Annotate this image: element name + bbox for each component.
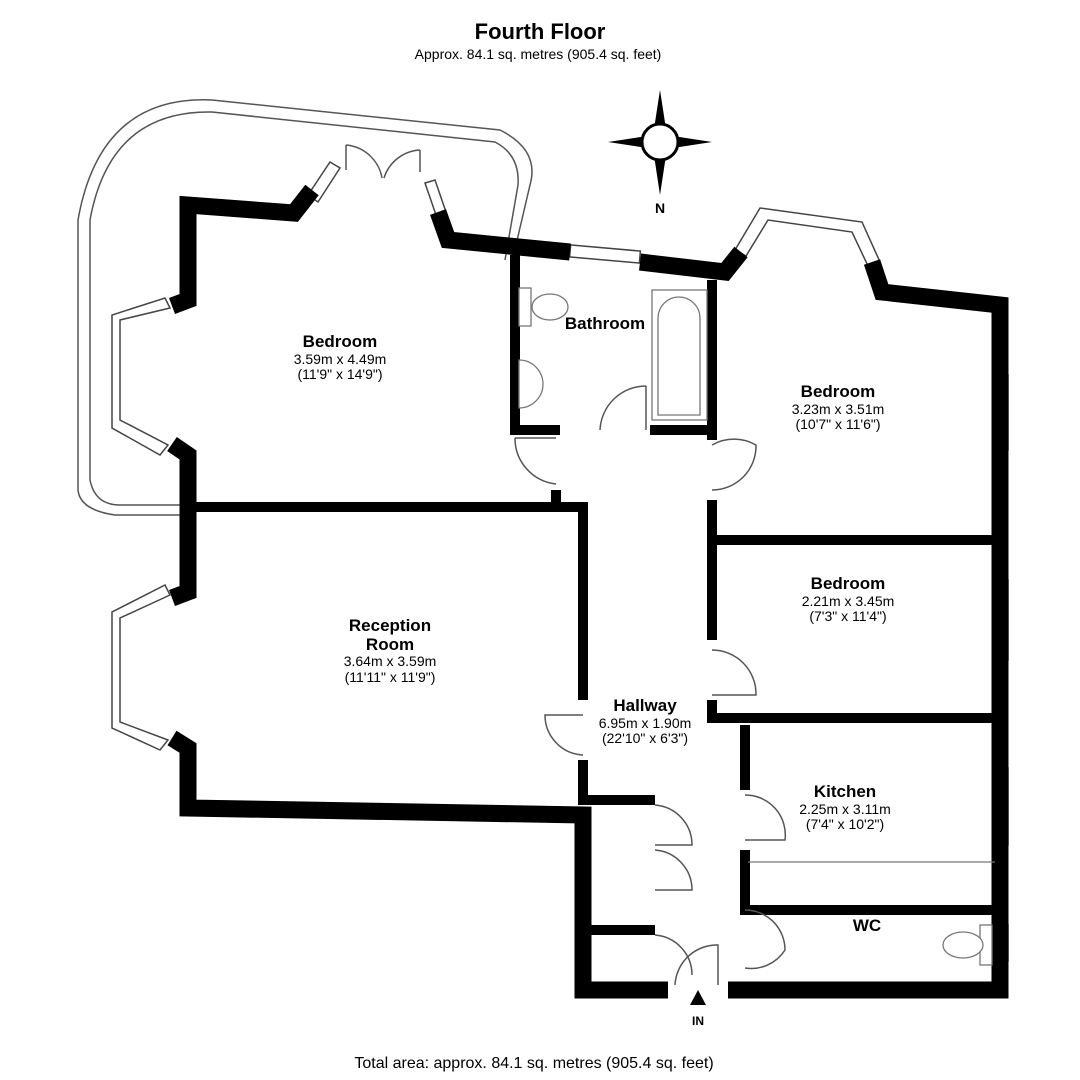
total-area: Total area: approx. 84.1 sq. metres (905…: [354, 1055, 714, 1072]
interior-walls: [188, 255, 1000, 935]
room-name: Kitchen: [813, 782, 877, 801]
room-bedroom-2: Bedroom 3.23m x 3.51m (10'7" x 11'6"): [791, 382, 885, 433]
room-metric: 2.25m x 3.11m: [799, 800, 891, 817]
balcony-outline: [77, 99, 533, 516]
room-imperial: (7'3" x 11'4"): [809, 608, 887, 625]
room-hallway: Hallway 6.95m x 1.90m (22'10" x 6'3"): [598, 696, 692, 747]
room-imperial: (11'11" x 11'9"): [344, 668, 436, 685]
toilet: [531, 293, 569, 321]
page-title: Fourth Floor: [474, 19, 606, 44]
room-imperial: (7'4" x 10'2"): [805, 816, 885, 833]
wc-toilet: [942, 931, 984, 959]
fixtures: [518, 287, 995, 966]
room-imperial: (10'7" x 11'6"): [795, 416, 881, 433]
room-bedroom-1: Bedroom 3.59m x 4.49m (11'9" x 14'9"): [293, 332, 387, 383]
room-name: Bedroom: [810, 574, 886, 593]
compass-label: N: [654, 200, 666, 216]
room-wc: WC: [852, 916, 882, 936]
outer-walls: [167, 184, 1009, 999]
doors: [345, 144, 787, 986]
room-name: Reception Room: [348, 616, 432, 654]
room-metric: 3.59m x 4.49m: [293, 350, 387, 367]
room-kitchen: Kitchen 2.25m x 3.11m (7'4" x 10'2"): [799, 782, 891, 833]
room-name: Bathroom: [564, 314, 646, 333]
room-imperial: (11'9" x 14'9"): [297, 366, 383, 383]
room-metric: 3.64m x 3.59m: [343, 653, 437, 670]
room-metric: 3.23m x 3.51m: [791, 400, 885, 417]
entrance-label: IN: [692, 1014, 704, 1028]
room-metric: 2.21m x 3.45m: [801, 592, 895, 609]
basin: [518, 359, 544, 409]
room-name: Bedroom: [302, 332, 378, 351]
page-subtitle: Approx. 84.1 sq. metres (905.4 sq. feet): [414, 46, 662, 62]
entrance-arrow-icon: [690, 990, 706, 1005]
compass-icon: [608, 90, 712, 195]
room-imperial: (22'10" x 6'3"): [601, 730, 689, 747]
room-name: Hallway: [613, 696, 677, 715]
room-bedroom-3: Bedroom 2.21m x 3.45m (7'3" x 11'4"): [801, 574, 895, 625]
room-name: WC: [852, 916, 882, 935]
room-reception: Reception Room 3.64m x 3.59m (11'11" x 1…: [343, 616, 437, 685]
room-metric: 6.95m x 1.90m: [598, 714, 692, 731]
room-name: Bedroom: [800, 382, 876, 401]
room-bathroom: Bathroom: [564, 314, 646, 334]
